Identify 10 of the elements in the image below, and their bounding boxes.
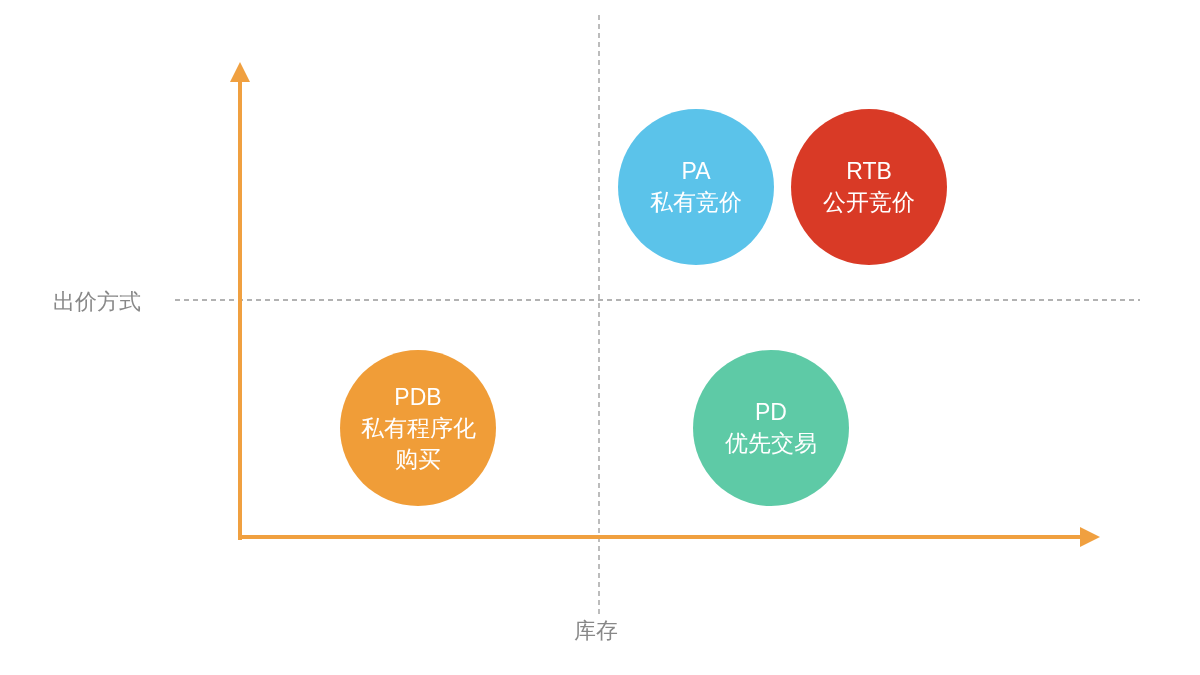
circle-label: 私有程序化购买 [359,413,477,474]
x-axis-label: 库存 [574,617,618,645]
circle-label: 优先交易 [725,429,817,458]
circle-title: PDB [394,382,442,412]
circle-label: 公开竞价 [823,188,915,217]
circle-title: RTB [846,157,892,186]
circle-label: 私有竞价 [650,188,742,217]
circle-title: PD [755,398,787,427]
circle-title: PA [681,157,711,186]
y-axis-label: 出价方式 [53,288,141,316]
